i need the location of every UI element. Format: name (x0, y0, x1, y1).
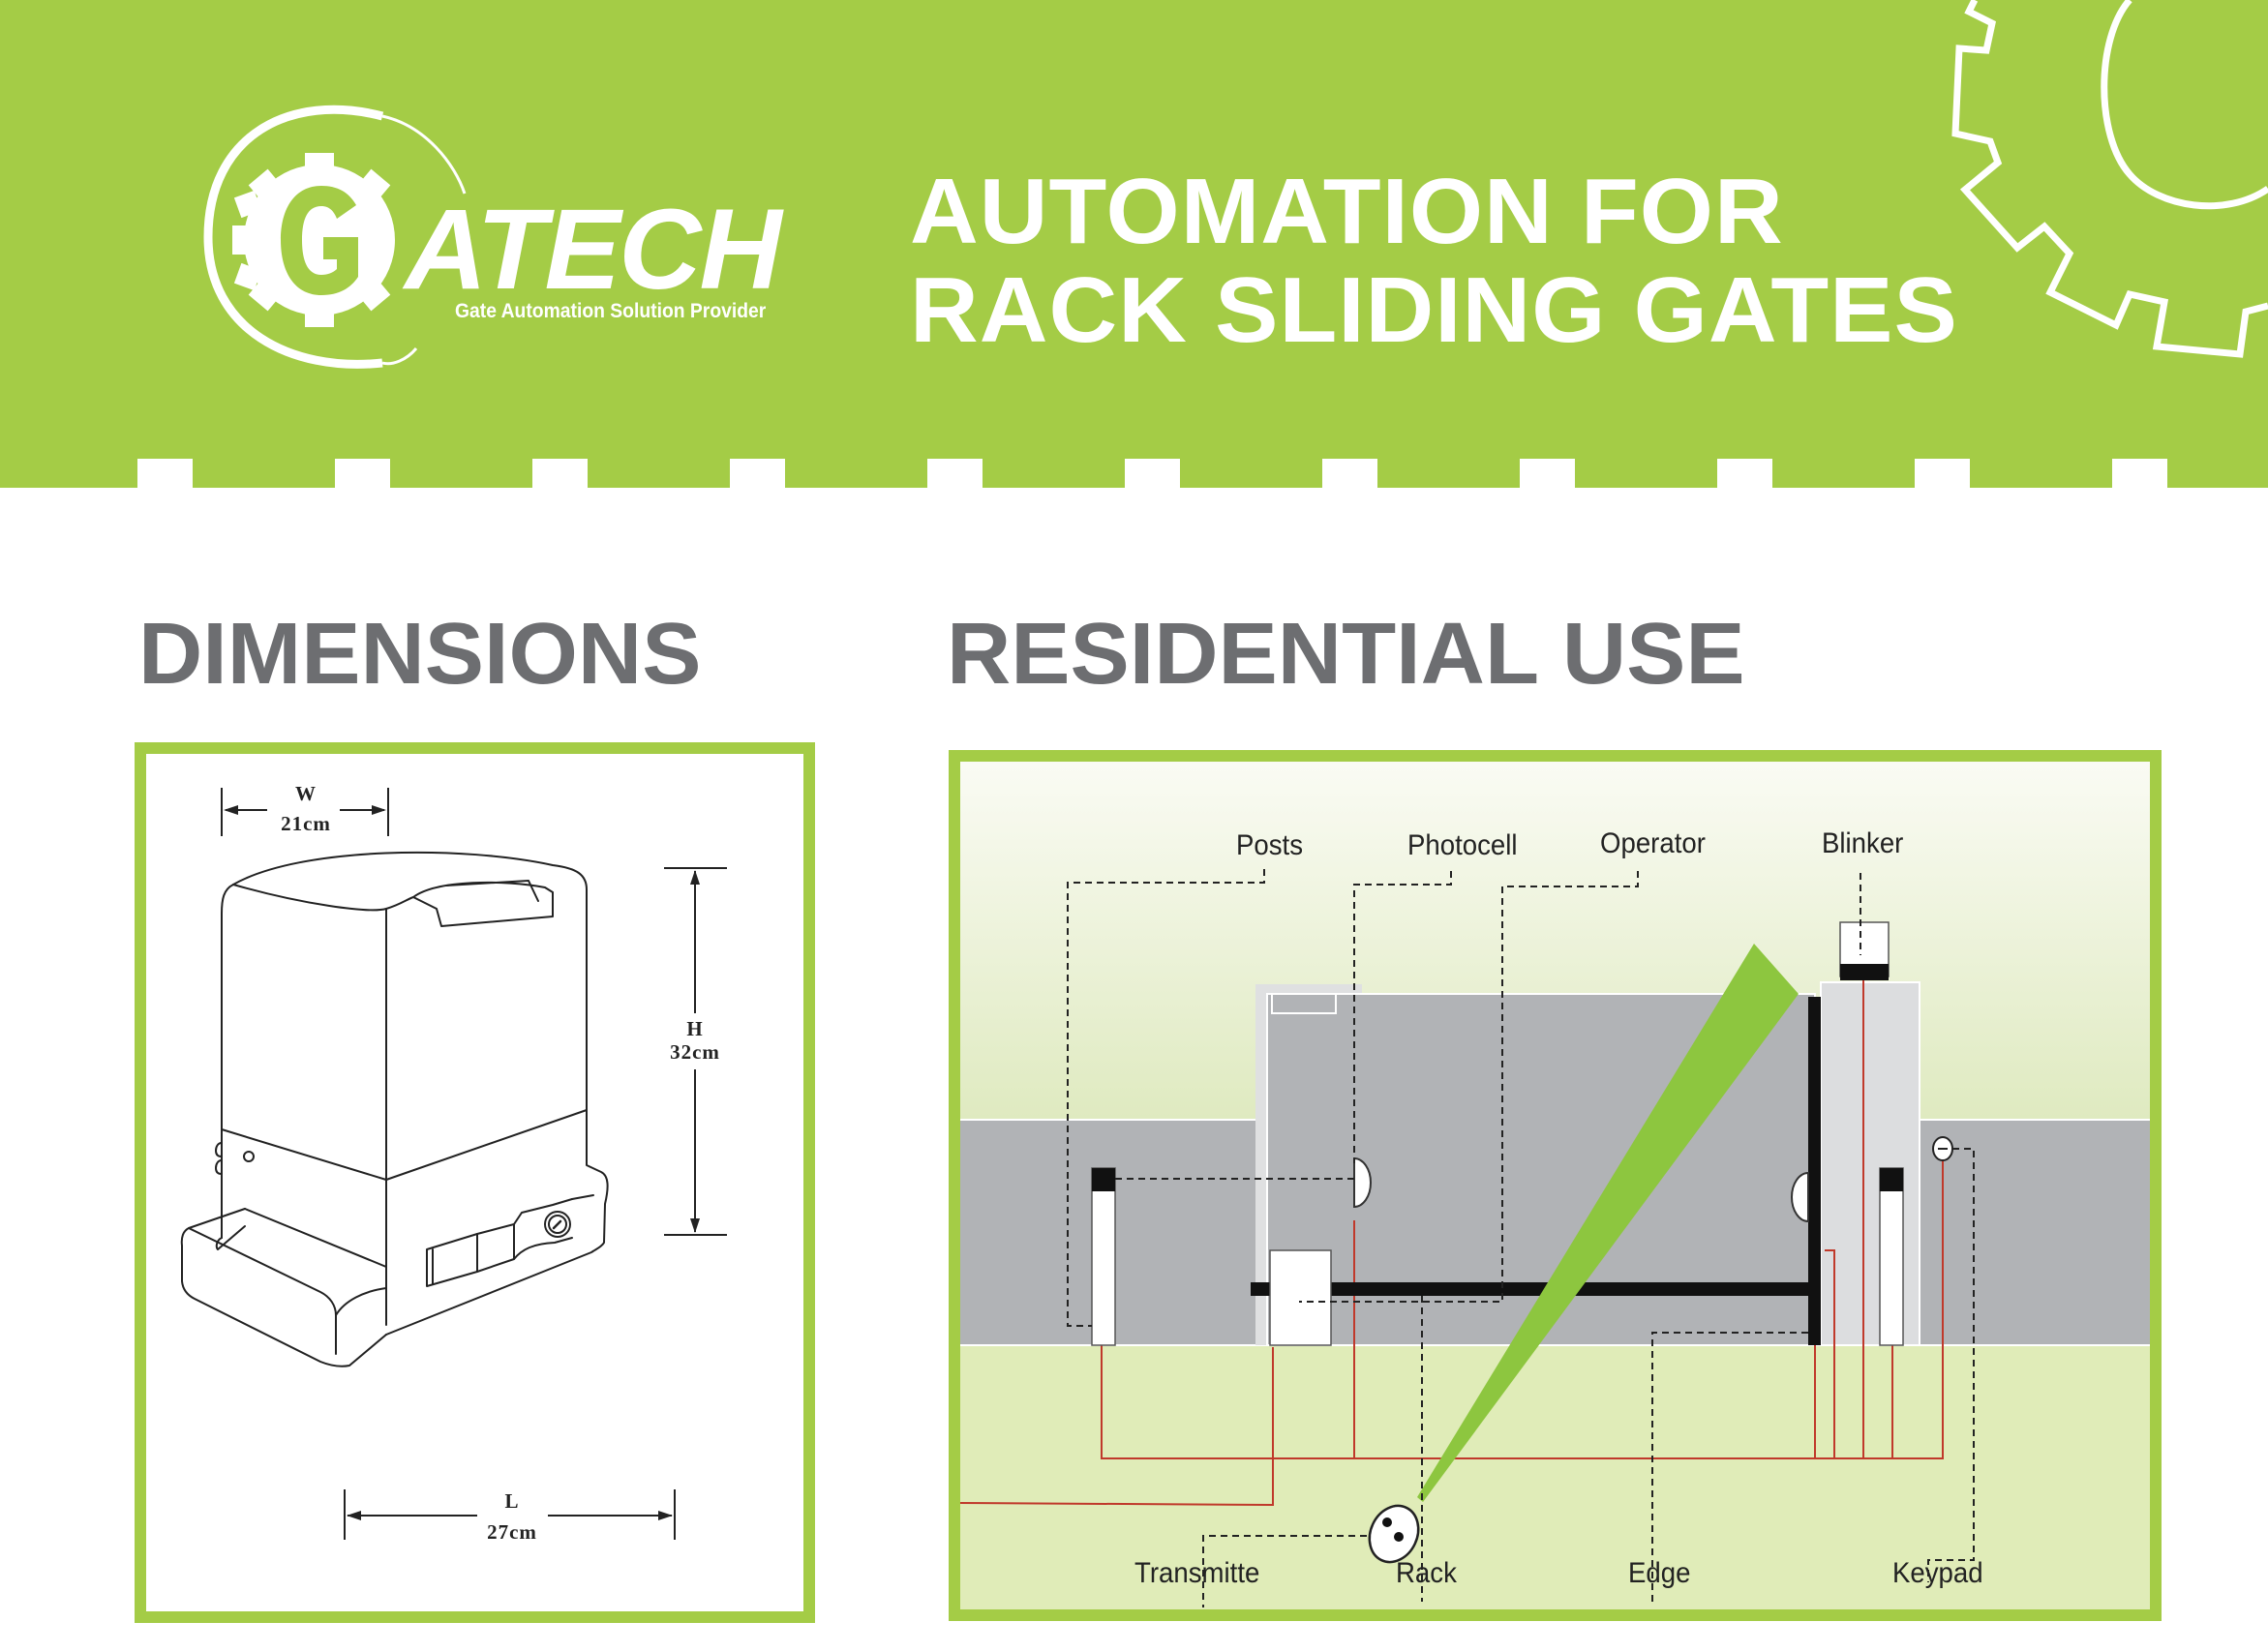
post-left (1091, 1167, 1116, 1346)
residential-heading: RESIDENTIAL USE (947, 606, 1745, 703)
length-value: 27cm (487, 1520, 537, 1544)
post-right (1879, 1167, 1904, 1346)
arrow-left-icon (347, 1511, 361, 1520)
notch (137, 459, 193, 488)
length-letter: L (504, 1489, 520, 1513)
operator-drawing (180, 788, 727, 1540)
logo-g-letter (281, 186, 358, 295)
pillar (1820, 981, 1920, 1346)
ground (960, 1345, 2150, 1609)
logo-swoosh (203, 105, 384, 369)
operator-unit-outline (180, 851, 609, 1367)
arrow-down-icon (690, 1218, 700, 1233)
label-keypad: Keypad (1892, 1557, 1983, 1589)
gate-latch (1271, 993, 1337, 1014)
width-letter: W (295, 782, 317, 805)
length-dimension (344, 1489, 676, 1540)
logo-gear-icon (232, 153, 395, 327)
logo-tagline: Gate Automation Solution Provider (455, 300, 767, 322)
dimensions-heading: DIMENSIONS (138, 606, 702, 703)
arrow-up-icon (690, 870, 700, 885)
notch (1125, 459, 1180, 488)
logo-swoosh-tail (381, 347, 418, 366)
notch (927, 459, 983, 488)
header-banner: ATECH Gate Automation Solution Provider … (0, 0, 2268, 488)
height-letter: H (686, 1017, 704, 1040)
safety-edge (1808, 997, 1821, 1345)
page-title: AUTOMATION FOR RACK SLIDING GATES (910, 163, 1958, 360)
notch (730, 459, 785, 488)
signal-beam (1417, 944, 1799, 1502)
logo-wordmark: ATECH (405, 186, 782, 314)
notch (335, 459, 390, 488)
keypad-icon (1932, 1136, 1953, 1161)
photocell-receiver-icon (1353, 1156, 1372, 1209)
label-rack: Rack (1396, 1557, 1457, 1589)
title-line-2: RACK SLIDING GATES (910, 258, 1958, 362)
dimensions-panel: W 21cm H 32cm L 27cm (135, 742, 815, 1623)
notch (1322, 459, 1377, 488)
label-operator: Operator (1600, 827, 1706, 859)
notch (2112, 459, 2167, 488)
height-value: 32cm (670, 1040, 720, 1064)
label-edge: Edge (1628, 1557, 1691, 1589)
label-blinker: Blinker (1822, 827, 1904, 859)
leader-lines (1067, 869, 1975, 1607)
rack-bar (1251, 1282, 1810, 1296)
logo-swoosh-tail (381, 114, 467, 195)
width-dimension (221, 788, 389, 836)
height-dimension (664, 867, 727, 1236)
label-posts: Posts (1236, 829, 1304, 861)
notch (1915, 459, 1970, 488)
operator-box (1269, 1249, 1332, 1346)
wiring (960, 980, 1944, 1507)
logo-mark (203, 105, 467, 369)
blinker-base (1840, 964, 1889, 980)
width-value: 21cm (281, 812, 331, 835)
installation-diagram (960, 762, 2150, 1609)
residential-panel: Posts Photocell Operator Blinker Transmi… (949, 750, 2162, 1621)
arrow-right-icon (658, 1511, 673, 1520)
notch (1520, 459, 1575, 488)
header-notches (137, 459, 2167, 488)
label-photocell: Photocell (1407, 829, 1518, 861)
header-background (0, 0, 2268, 488)
photocell-sender-icon (1791, 1171, 1809, 1223)
title-line-1: AUTOMATION FOR (910, 160, 1784, 263)
transmitter-remote-icon (1368, 1504, 1420, 1564)
notch (532, 459, 588, 488)
label-transmitter: Transmitte (1134, 1557, 1260, 1589)
arrow-left-icon (224, 805, 238, 815)
notch (1717, 459, 1772, 488)
gear-outline-icon (1951, 0, 2268, 358)
arrow-right-icon (372, 805, 386, 815)
